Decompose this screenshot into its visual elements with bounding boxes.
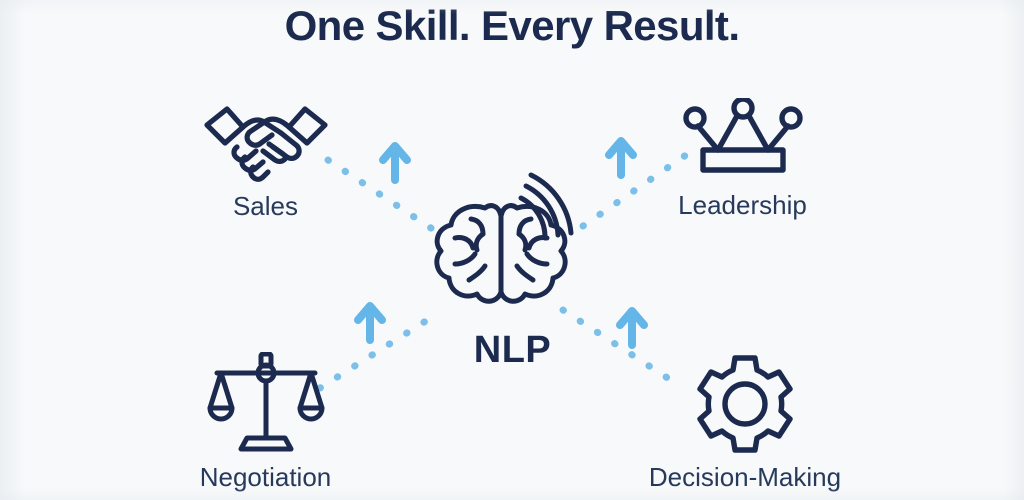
scales-icon <box>207 351 325 456</box>
up-arrow-icon-sales <box>379 142 411 184</box>
up-arrow-icon-leadership <box>605 137 637 179</box>
node-label-decision: Decision-Making <box>648 462 842 492</box>
node-leadership[interactable]: Leadership <box>640 96 845 221</box>
node-negotiation[interactable]: Negotiation <box>163 351 368 493</box>
node-label-sales: Sales <box>232 191 299 221</box>
node-label-leadership: Leadership <box>678 190 807 220</box>
node-decision[interactable]: Decision-Making <box>620 352 870 493</box>
node-label-negotiation: Negotiation <box>199 462 332 492</box>
up-arrow-icon-decision <box>616 307 648 349</box>
node-sales[interactable]: Sales <box>163 95 368 222</box>
handshake-icon <box>201 95 331 185</box>
brain-icon <box>425 172 600 327</box>
node-center-nlp[interactable]: NLP <box>425 172 600 372</box>
page-title: One Skill. Every Result. <box>284 2 740 49</box>
up-arrow-icon-negotiation <box>354 302 386 344</box>
crown-icon <box>682 96 803 184</box>
gear-icon <box>693 352 797 456</box>
node-label-nlp: NLP <box>473 329 552 371</box>
